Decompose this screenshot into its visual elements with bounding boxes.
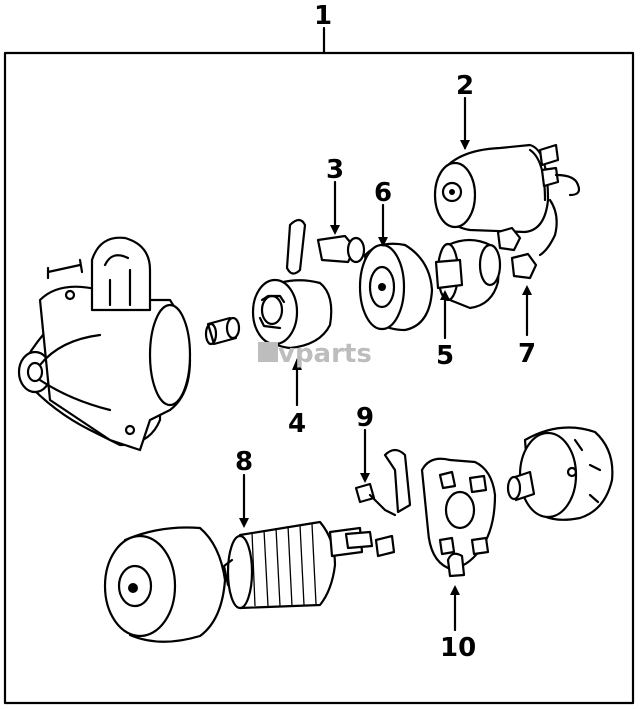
callout-4: 4: [288, 409, 306, 439]
callout-6: 6: [374, 178, 392, 208]
field-frame: [103, 526, 227, 643]
starter-housing: [17, 236, 192, 452]
callout-5: 5: [436, 341, 454, 371]
shift-lever: [285, 218, 366, 275]
watermark-text: vparts: [278, 339, 372, 369]
brush-clip: [354, 448, 412, 558]
solenoid: [433, 143, 581, 257]
watermark: vparts: [258, 339, 372, 369]
drive-clutch: [251, 278, 333, 350]
callout-10: 10: [440, 633, 476, 663]
end-frame: [506, 426, 614, 521]
callout-9: 9: [356, 403, 374, 433]
pinion-gear: [434, 238, 502, 310]
gear-housing: [358, 242, 434, 332]
diagram-frame: [3, 51, 635, 705]
planetary-gears: [496, 226, 538, 280]
callout-1: 1: [314, 1, 332, 31]
callout-2: 2: [456, 71, 474, 101]
callout-3: 3: [326, 155, 344, 185]
bushing: [204, 316, 241, 346]
callout-8: 8: [235, 447, 253, 477]
brush-holder: [420, 457, 497, 578]
armature: [222, 520, 374, 610]
callout-7: 7: [518, 339, 536, 369]
